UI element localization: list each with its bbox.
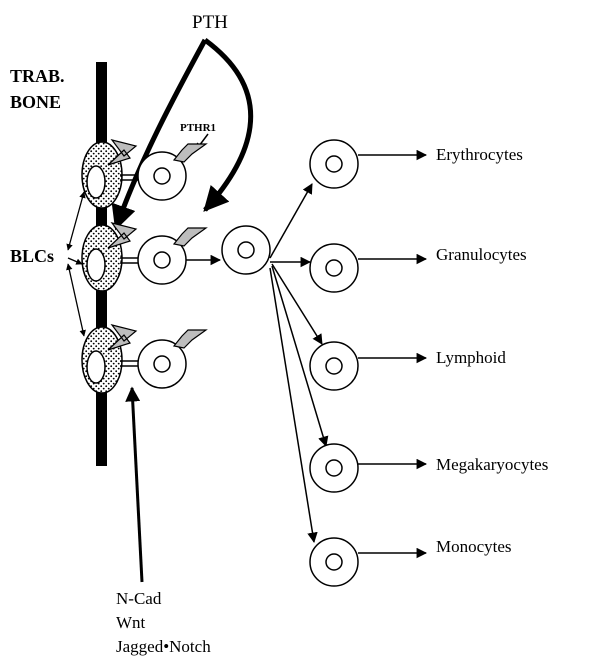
signal-label-n-cad: N-Cad bbox=[116, 589, 162, 608]
pthr1-receptor-arrowhead bbox=[174, 228, 206, 246]
blc-nucleus bbox=[87, 351, 105, 383]
signal-label-jagged-notch: Jagged•Notch bbox=[116, 637, 211, 656]
blc-nucleus bbox=[87, 166, 105, 198]
progenitor-cell-nucleus bbox=[238, 242, 254, 258]
blc-group-middle bbox=[82, 223, 206, 291]
lineage-cell-nucleus bbox=[326, 358, 342, 374]
to-erythrocyte-arrow bbox=[270, 184, 312, 258]
blcs-arrow-bottom bbox=[68, 264, 84, 336]
lineage-label-erythrocytes: Erythrocytes bbox=[436, 145, 523, 164]
trab-bone-label-line1: TRAB. bbox=[10, 66, 65, 86]
lineage-cell-nucleus bbox=[326, 460, 342, 476]
signal-label-wnt: Wnt bbox=[116, 613, 146, 632]
lineage-label-monocytes: Monocytes bbox=[436, 537, 512, 556]
blc-group-bottom bbox=[82, 325, 206, 393]
blcs-arrow-top bbox=[68, 192, 84, 250]
signaling-arrow bbox=[132, 388, 142, 582]
lineage-cell-nucleus bbox=[326, 554, 342, 570]
stem-cell-nucleus bbox=[154, 356, 170, 372]
lineage-label-granulocytes: Granulocytes bbox=[436, 245, 527, 264]
to-monocyte-arrow bbox=[270, 268, 314, 542]
blc-nucleus bbox=[87, 249, 105, 281]
pthr1-receptor-arrowhead bbox=[174, 144, 206, 162]
lineage-lymphoid: Lymphoid bbox=[310, 342, 506, 390]
pth-label: PTH bbox=[192, 12, 228, 33]
stem-cell-nucleus bbox=[154, 168, 170, 184]
trab-bone-label-line2: BONE bbox=[10, 92, 61, 112]
blc-group-top bbox=[82, 140, 206, 208]
lineage-erythrocytes: Erythrocytes bbox=[310, 140, 523, 188]
lineage-label-lymphoid: Lymphoid bbox=[436, 348, 506, 367]
lineage-cell-nucleus bbox=[326, 260, 342, 276]
lineage-megakaryocytes: Megakaryocytes bbox=[310, 444, 548, 492]
blcs-arrow-middle bbox=[68, 258, 82, 264]
stem-cell-nucleus bbox=[154, 252, 170, 268]
pthr1-receptor-arrowhead bbox=[174, 330, 206, 348]
lineage-cell-nucleus bbox=[326, 156, 342, 172]
lineage-monocytes: Monocytes bbox=[310, 537, 512, 586]
blcs-label: BLCs bbox=[10, 246, 54, 266]
pthr1-label: PTHR1 bbox=[180, 122, 216, 134]
lineage-granulocytes: Granulocytes bbox=[310, 244, 527, 292]
lineage-label-megakaryocytes: Megakaryocytes bbox=[436, 455, 548, 474]
